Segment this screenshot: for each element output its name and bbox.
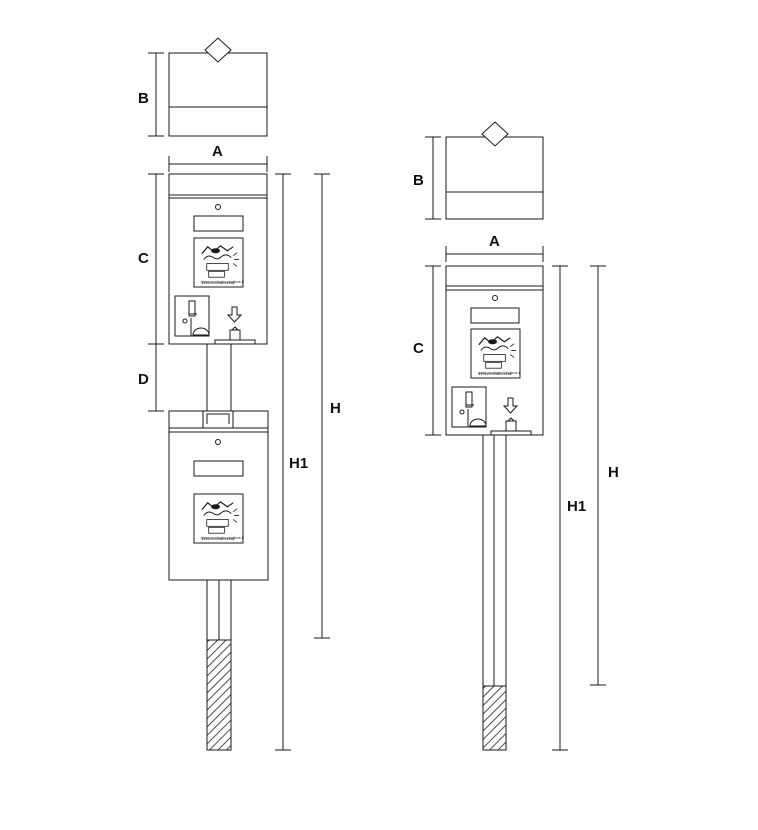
- left-label-plate: [193, 460, 244, 477]
- arrow-down-icon: [502, 397, 519, 414]
- left-lower-box: [168, 410, 269, 581]
- left-unit: [148, 37, 330, 751]
- right-box: [445, 265, 544, 436]
- left-label-a: A: [212, 143, 223, 160]
- left-dim-d: [148, 344, 164, 412]
- right-label-a: A: [489, 233, 500, 250]
- right-top-view: [445, 121, 544, 220]
- left-label-plate: [193, 215, 244, 232]
- right-dim-c: [425, 265, 441, 436]
- left-dim-a: [168, 156, 268, 172]
- right-dim-h1: [552, 265, 568, 751]
- left-lower-logo-url: www.ecologicodogbox.it: [201, 535, 245, 540]
- coin-slot-icon: [174, 295, 210, 337]
- left-label-d: D: [138, 371, 149, 388]
- left-pole-bottom: [206, 580, 232, 751]
- left-label-c: C: [138, 250, 149, 267]
- arrow-down-icon: [226, 306, 243, 323]
- left-pole-middle: [206, 344, 232, 411]
- right-label-plate: [470, 307, 520, 324]
- right-pole: [482, 435, 507, 751]
- right-dim-a: [445, 246, 544, 262]
- left-dim-h1: [275, 173, 291, 751]
- left-label-h: H: [330, 400, 341, 417]
- left-top-view: [168, 37, 268, 137]
- left-upper-logo-url: www.ecologicodogbox.it: [201, 279, 245, 284]
- right-label-h: H: [608, 464, 619, 481]
- left-label-h1: H1: [289, 455, 308, 472]
- right-unit: [425, 121, 606, 751]
- left-dim-h: [314, 173, 330, 639]
- lock-icon: [492, 295, 498, 301]
- right-dim-b: [425, 136, 441, 220]
- right-logo-url: www.ecologicodogbox.it: [478, 370, 522, 375]
- lock-icon: [215, 439, 221, 445]
- coin-slot-icon: [451, 386, 487, 428]
- left-dim-b: [148, 52, 164, 137]
- right-label-c: C: [413, 340, 424, 357]
- lock-icon: [215, 204, 221, 210]
- right-label-b: B: [413, 172, 424, 189]
- left-upper-box: [168, 173, 268, 345]
- right-label-h1: H1: [567, 498, 586, 515]
- left-dim-c: [148, 173, 164, 345]
- left-label-b: B: [138, 90, 149, 107]
- right-dim-h: [590, 265, 606, 686]
